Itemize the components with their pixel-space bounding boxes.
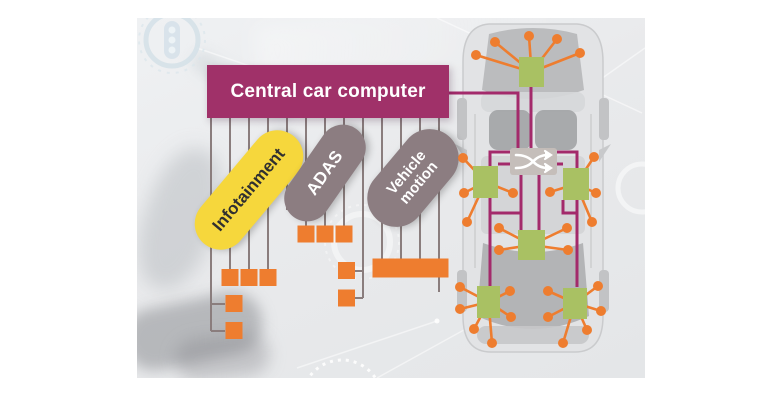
ecu-square <box>410 258 430 278</box>
ecu-square <box>316 225 334 243</box>
ecu-square <box>225 322 243 339</box>
pill-vehicle-motion-label: Vehicle motion <box>383 147 442 208</box>
ecu-square <box>372 258 392 278</box>
zonal-backbone-wires <box>449 87 579 287</box>
backbone-wire <box>557 150 579 287</box>
sensor-link-line <box>547 301 576 319</box>
sensor-dot <box>508 188 518 198</box>
sensor-link-line <box>494 40 533 74</box>
sensor-link-line <box>459 285 490 304</box>
sensor-link-line <box>462 157 487 183</box>
backbone-wire <box>561 200 577 215</box>
sensor-dot <box>506 312 516 322</box>
sensor-dot <box>587 217 597 227</box>
ecu-square <box>297 225 315 243</box>
sensor-dot <box>471 50 481 60</box>
sensor-link-line <box>573 302 589 331</box>
sensor-link-line <box>498 226 533 247</box>
ecu-square <box>240 269 258 286</box>
zone-controller-square <box>473 166 498 198</box>
diagram-stage: Central car computer Infotainment ADAS V… <box>137 18 645 378</box>
traffic-light-icon <box>138 18 206 74</box>
sensor-link-line <box>498 243 532 252</box>
sensor-link-line <box>547 289 576 305</box>
dotted-ring-decoration <box>306 358 378 378</box>
sensor-link-line <box>527 35 533 73</box>
ecu-square <box>259 269 277 286</box>
ecu-square <box>338 289 355 307</box>
zone-controller-square <box>563 168 589 200</box>
sensor-link-line <box>487 301 494 344</box>
sensor-dot <box>589 152 599 162</box>
sensor-dot <box>505 286 515 296</box>
ecu-square <box>221 269 239 286</box>
sensor-dot <box>494 245 504 255</box>
car-top-view <box>455 23 611 353</box>
sensor-dot <box>562 223 572 233</box>
sensor-dot <box>455 304 465 314</box>
zone-controller-square <box>563 288 587 319</box>
sensor-dot <box>591 188 601 198</box>
sensor-dot <box>582 325 592 335</box>
sensor-dot <box>494 223 504 233</box>
ecu-square <box>391 258 411 278</box>
sensor-link-line <box>475 53 532 74</box>
sensor-dot <box>455 282 465 292</box>
sensor-dot <box>543 286 553 296</box>
sensor-dot <box>490 37 500 47</box>
sensor-dot <box>524 31 534 41</box>
sensor-dot <box>593 281 603 291</box>
sensor-link-line <box>530 38 559 73</box>
sensor-dot <box>458 153 468 163</box>
sensor-dot <box>558 338 568 348</box>
sensor-link-line <box>487 289 511 304</box>
sensor-link-line <box>531 243 569 252</box>
sensor-dot <box>563 245 573 255</box>
sensor-dot <box>459 188 469 198</box>
sensor-dot <box>469 324 479 334</box>
background-dashboard-blur-2 <box>173 331 272 378</box>
sensor-link-line <box>561 302 577 344</box>
pill-vehicle-motion: Vehicle motion <box>355 117 471 239</box>
sensor-link-line <box>487 300 512 319</box>
central-car-computer-label: Central car computer <box>230 80 426 102</box>
sensor-dot <box>462 217 472 227</box>
sensor-link-line <box>485 180 514 195</box>
sensor-dot <box>596 306 606 316</box>
sensor-link-line <box>574 183 594 223</box>
sensor-link-line <box>575 182 597 195</box>
pill-infotainment-label: Infotainment <box>208 144 289 235</box>
central-car-computer-box: Central car computer <box>207 65 449 118</box>
sensor-link-line <box>531 51 581 74</box>
sensor-link-line <box>574 301 602 313</box>
sensor-dot <box>487 338 497 348</box>
sensor-link-line <box>472 301 490 330</box>
sensor-link-line <box>574 156 596 185</box>
sensor-link-line <box>465 181 487 223</box>
ecu-square <box>225 295 243 312</box>
background-dashboard-blur <box>137 286 268 376</box>
ecu-square <box>338 262 355 279</box>
sensor-link-line <box>463 180 487 195</box>
sensor-link-line <box>549 182 577 194</box>
backbone-wire <box>449 91 520 148</box>
zone-controller-square <box>477 286 500 318</box>
backbone-wire <box>488 150 510 287</box>
sensor-link-line <box>574 284 599 305</box>
pill-adas-label: ADAS <box>302 146 347 199</box>
switch-crossed-arrows-icon <box>514 149 553 174</box>
zone-controller-square <box>519 57 544 87</box>
ecu-square <box>429 258 449 278</box>
sensor-dot <box>575 48 585 58</box>
sensor-dot <box>552 34 562 44</box>
zone-controller-square <box>518 230 545 260</box>
sensor-link-line <box>459 300 489 311</box>
ecu-square <box>335 225 353 243</box>
sensor-link-line <box>530 226 568 247</box>
sensor-dot <box>545 187 555 197</box>
network-switch <box>510 148 557 175</box>
sensor-dot <box>543 312 553 322</box>
